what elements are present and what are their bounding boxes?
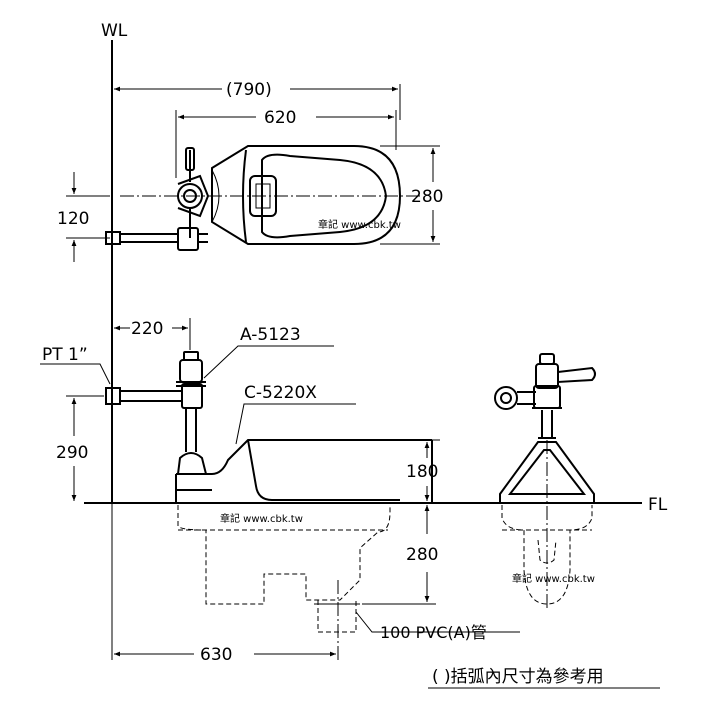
label-drain-pipe: 100 PVC(A)管 <box>380 623 487 642</box>
label-pipe-thread: PT 1” <box>42 345 88 365</box>
floor-label: FL <box>648 495 668 515</box>
label-bowl-model: C-5220X <box>244 383 317 403</box>
reference-note: ( )括弧內尺寸為參考用 <box>432 667 604 687</box>
dim-bowl-height: 180 <box>406 462 438 482</box>
dim-drain-distance: 630 <box>200 645 232 665</box>
wall-label: WL <box>101 21 128 41</box>
dim-pipe-offset-top: 120 <box>57 209 89 229</box>
watermark-side: 章記 www.cbk.tw <box>220 512 303 525</box>
watermark-front: 章記 www.cbk.tw <box>512 572 595 585</box>
plan-view <box>66 84 440 262</box>
dim-pipe-height: 290 <box>56 443 88 463</box>
front-elevation <box>494 353 596 610</box>
dim-bowl-length: 620 <box>264 108 296 128</box>
watermark-plan: 章記 www.cbk.tw <box>318 218 401 231</box>
dim-overall-length: (790) <box>226 80 272 100</box>
label-valve-model: A-5123 <box>240 325 301 345</box>
dim-wall-to-valve: 220 <box>131 319 163 339</box>
dim-pit-depth: 280 <box>406 545 438 565</box>
dim-bowl-width: 280 <box>411 187 443 207</box>
side-elevation <box>40 318 520 660</box>
